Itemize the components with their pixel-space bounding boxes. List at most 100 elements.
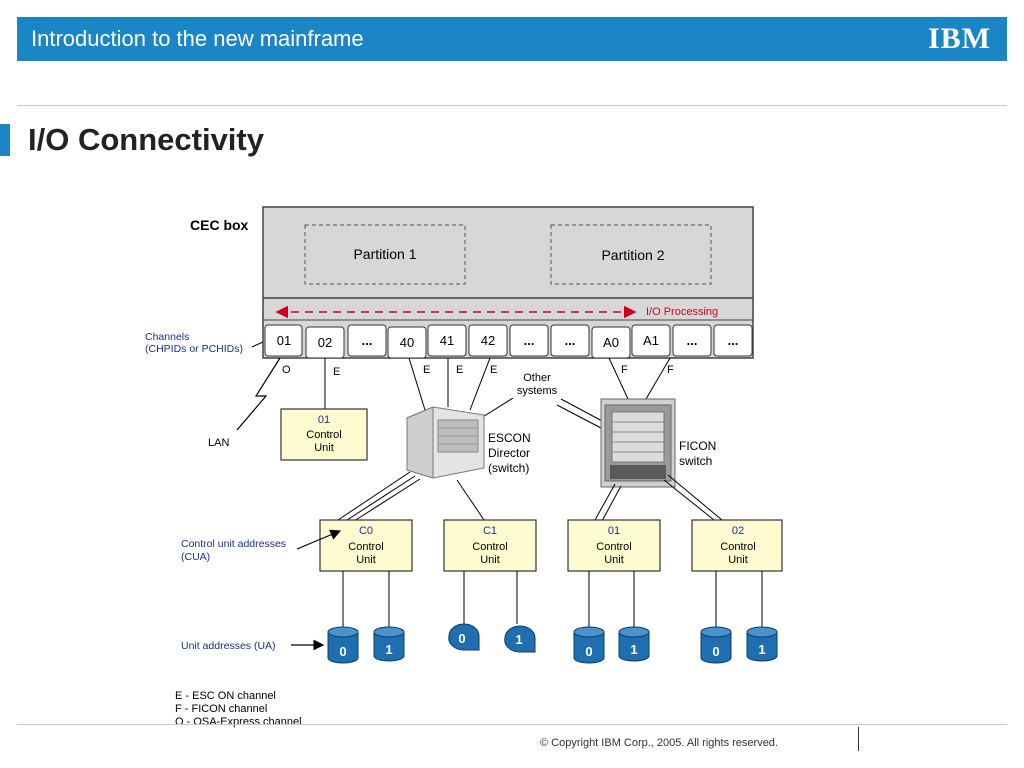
control-unit-c0 xyxy=(319,519,413,572)
title-divider xyxy=(17,105,1007,106)
channel-box xyxy=(468,324,508,357)
copyright: © Copyright IBM Corp., 2005. All rights … xyxy=(540,737,778,749)
channel-box xyxy=(672,324,712,357)
channel-box xyxy=(713,324,753,357)
cu-line1: Control xyxy=(348,541,383,553)
escon-director xyxy=(406,406,485,479)
escon-label-line2: Director xyxy=(488,446,530,460)
page-title: I/O Connectivity xyxy=(28,122,264,157)
cu-line1: Control xyxy=(596,541,631,553)
control-unit-01 xyxy=(567,519,661,572)
ficon-other-link xyxy=(560,398,605,423)
channel-box xyxy=(264,324,303,357)
header-bar xyxy=(17,17,1007,61)
disk-label: 0 xyxy=(458,631,465,646)
disk-label: 1 xyxy=(385,642,392,657)
channel-label: A1 xyxy=(643,333,659,348)
header-title: Introduction to the new mainframe xyxy=(31,26,364,51)
channel-box xyxy=(550,324,590,357)
cua-label-line2: (CUA) xyxy=(181,551,210,563)
ua-label: Unit addresses (UA) xyxy=(181,640,276,652)
partition-1-label: Partition 1 xyxy=(353,246,416,262)
lan-cu-line1: Control xyxy=(306,429,341,441)
channel-box xyxy=(631,324,671,357)
partition-2-label: Partition 2 xyxy=(601,247,664,263)
legend-osa: O - OSA-Express channel xyxy=(175,716,302,728)
control-unit-c1 xyxy=(443,519,537,572)
channel-label: 40 xyxy=(400,335,414,350)
escon-cu-link xyxy=(343,475,416,523)
channel-label: ... xyxy=(362,333,373,348)
escon-cu-link xyxy=(456,479,485,521)
channel-box xyxy=(591,326,631,359)
channel-label: 01 xyxy=(277,333,291,348)
channel-box xyxy=(387,326,427,359)
cu-line2: Unit xyxy=(604,554,624,566)
channel-box xyxy=(427,324,467,357)
channel-label: ... xyxy=(687,333,698,348)
escon-label-line1: ESCON xyxy=(488,431,531,445)
channels-label-line2: (CHPIDs or PCHIDs) xyxy=(145,343,243,355)
cu-address: 01 xyxy=(608,525,620,537)
cu-line1: Control xyxy=(472,541,507,553)
cu-address: 02 xyxy=(732,525,744,537)
cu-line2: Unit xyxy=(356,554,376,566)
legend-notes: E - ESC ON channel F - FICON channel O -… xyxy=(175,690,302,729)
ficon-channel-link xyxy=(608,357,629,400)
channel-type-label: E xyxy=(333,366,340,378)
disk-2-rounded xyxy=(448,623,480,651)
ficon-switch xyxy=(600,398,676,488)
other-systems-line1: Other xyxy=(523,372,551,384)
cua-pointer xyxy=(296,529,342,550)
disk-6 xyxy=(700,626,732,664)
partition-1-box xyxy=(304,224,466,285)
channel-type-label: E xyxy=(423,364,430,376)
cec-box xyxy=(262,206,754,359)
channels-label-line1: Channels xyxy=(145,331,189,343)
ficon-cu-link xyxy=(667,474,723,521)
title-accent xyxy=(0,124,10,156)
channel-label: 41 xyxy=(440,333,454,348)
escon-cu-link xyxy=(337,471,411,521)
channel-type-label: E xyxy=(456,364,463,376)
channel-label: 02 xyxy=(318,335,332,350)
footer-separator xyxy=(858,727,859,751)
escon-label-line3: (switch) xyxy=(488,461,529,475)
channel-type-label: F xyxy=(667,364,674,376)
channels-pointer xyxy=(251,341,264,348)
channel-type-label: O xyxy=(282,364,291,376)
legend-ficon: F - FICON channel xyxy=(175,703,268,715)
lan-link xyxy=(236,357,281,431)
disk-7 xyxy=(746,626,778,662)
ficon-channel-link xyxy=(645,357,671,400)
ficon-cu-link xyxy=(663,479,715,521)
lan-label: LAN xyxy=(208,437,229,449)
disk-label: 1 xyxy=(630,642,637,657)
disk-label: 0 xyxy=(339,644,346,659)
io-processing-label: I/O Processing xyxy=(646,306,718,318)
disk-label: 1 xyxy=(515,632,522,647)
disk-label: 0 xyxy=(712,644,719,659)
channel-row: 01 02 ... 40 41 42 ... ... A0 A1 ... ... xyxy=(264,324,753,359)
disk-1 xyxy=(373,626,405,662)
channel-box xyxy=(347,324,387,357)
cu-line2: Unit xyxy=(728,554,748,566)
disk-5 xyxy=(618,626,650,662)
partition-2-box xyxy=(550,224,712,285)
ficon-label-line2: switch xyxy=(679,454,712,468)
cua-label-line1: Control unit addresses xyxy=(181,538,286,550)
disk-label: 1 xyxy=(758,642,765,657)
cec-label: CEC box xyxy=(190,217,249,233)
disk-4 xyxy=(573,626,605,664)
ficon-cu-link xyxy=(594,483,616,521)
ficon-other-link xyxy=(556,404,602,429)
escon-channel-link xyxy=(469,357,491,411)
cu-address: C0 xyxy=(359,525,373,537)
channel-type-label: E xyxy=(490,364,497,376)
ficon-label-line1: FICON xyxy=(679,439,716,453)
channel-label: ... xyxy=(728,333,739,348)
disk-0 xyxy=(327,626,359,664)
control-unit-02 xyxy=(691,519,783,572)
channel-type-label: F xyxy=(621,364,628,376)
lan-cu-address: 01 xyxy=(318,414,330,426)
